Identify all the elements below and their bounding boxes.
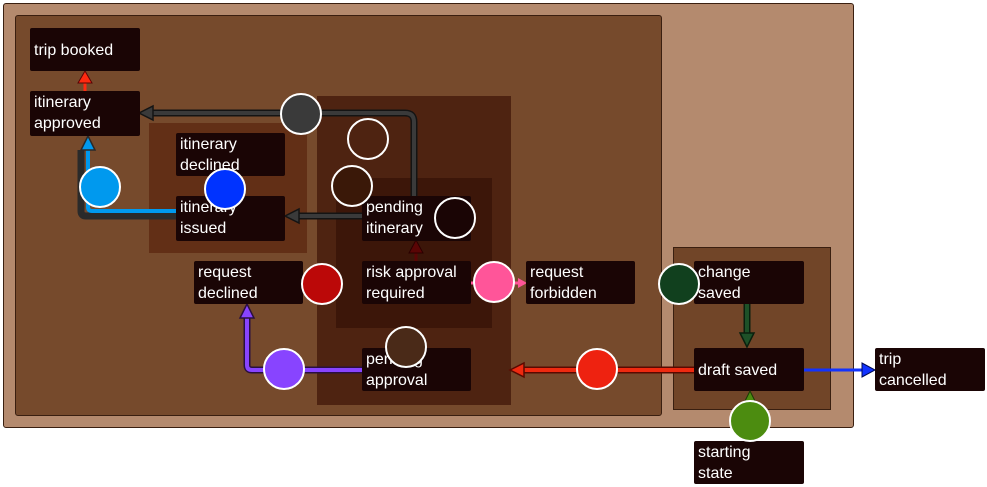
state-itinerary-approved[interactable]: itinerary approved bbox=[30, 91, 140, 136]
handle-green[interactable] bbox=[729, 400, 771, 442]
state-trip-booked[interactable]: trip booked bbox=[30, 28, 140, 71]
arrowhead-trip-booked bbox=[77, 70, 93, 84]
handle-brown-approval[interactable] bbox=[385, 326, 427, 368]
arrowhead-green-dark bbox=[738, 332, 756, 349]
state-change-saved[interactable]: change saved bbox=[694, 261, 804, 304]
handle-dark-red[interactable] bbox=[301, 263, 343, 305]
arrowhead-purple bbox=[238, 302, 256, 319]
arrowhead-grey-top bbox=[137, 104, 154, 122]
arrowhead-risk bbox=[408, 238, 424, 254]
arrowhead-red bbox=[508, 361, 525, 379]
state-draft-saved[interactable]: draft saved bbox=[694, 348, 804, 391]
arrowhead-cancel bbox=[861, 362, 877, 378]
handle-dark-green[interactable] bbox=[658, 263, 700, 305]
state-request-forbidden[interactable]: request forbidden bbox=[526, 261, 635, 304]
handle-purple[interactable] bbox=[263, 348, 305, 390]
handle-light-blue[interactable] bbox=[79, 166, 121, 208]
transition-arrow-blue bbox=[77, 150, 176, 220]
handle-red[interactable] bbox=[576, 348, 618, 390]
state-request-declined[interactable]: request declined bbox=[194, 261, 303, 304]
state-starting-state[interactable]: starting state bbox=[694, 441, 804, 484]
handle-brown-lower[interactable] bbox=[331, 165, 373, 207]
handle-pink[interactable] bbox=[473, 261, 515, 303]
handle-blue[interactable] bbox=[204, 168, 246, 210]
arrowhead-blue bbox=[79, 134, 97, 151]
state-risk-approval-required[interactable]: risk approval required bbox=[362, 261, 471, 304]
handle-brown-upper[interactable] bbox=[347, 118, 389, 160]
arrowhead-pink bbox=[518, 278, 527, 288]
state-trip-cancelled[interactable]: trip cancelled bbox=[875, 348, 985, 391]
handle-black[interactable] bbox=[434, 197, 476, 239]
handle-dark-grey[interactable] bbox=[280, 93, 322, 135]
arrowhead-grey-mid bbox=[283, 207, 300, 225]
